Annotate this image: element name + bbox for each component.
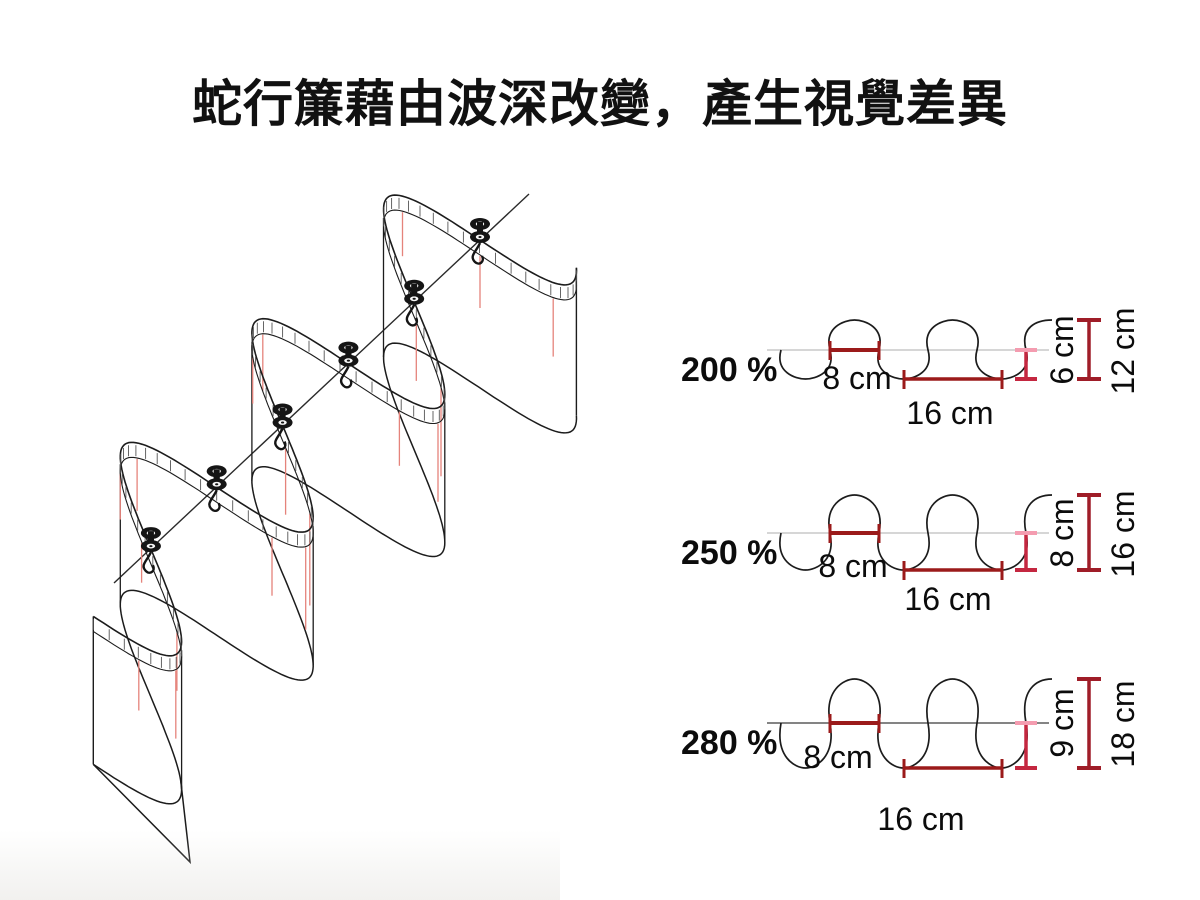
carrier-glider bbox=[338, 341, 359, 389]
carrier-glider bbox=[404, 279, 425, 327]
wave-depth-svg: 250 % 8 cm 16 cm 8 cm 16 cm bbox=[681, 490, 1141, 617]
wave-diagram-250: 250 % 8 cm 16 cm 8 cm 16 cm bbox=[663, 471, 1195, 663]
depth-label: 8 cm bbox=[1044, 498, 1080, 567]
total-height-label: 16 cm bbox=[1105, 490, 1141, 577]
wave-diagram-200: 200 % 8 cm 16 cm 6 cm 12 cm bbox=[663, 288, 1195, 480]
wavelength-label: 16 cm bbox=[877, 801, 964, 837]
curtain-leading-tip bbox=[92, 763, 191, 865]
carrier-hook bbox=[142, 551, 155, 574]
carrier-hook bbox=[274, 428, 287, 451]
carrier-hook bbox=[208, 489, 221, 513]
carrier-wheel-axle bbox=[280, 421, 285, 424]
percent-label: 250 % bbox=[681, 534, 777, 572]
carrier-wheel-axle bbox=[149, 545, 153, 548]
crest-width-label: 8 cm bbox=[822, 360, 891, 396]
curtain-track-line bbox=[113, 193, 530, 584]
curtain-bottom-edge bbox=[92, 342, 578, 805]
paper-shade bbox=[0, 830, 560, 900]
carrier-hook bbox=[405, 304, 419, 327]
carrier-glider bbox=[272, 403, 293, 451]
percent-label: 280 % bbox=[681, 724, 777, 762]
carrier-wheel-axle bbox=[478, 236, 482, 238]
wavelength-label: 16 cm bbox=[906, 395, 993, 431]
total-height-label: 18 cm bbox=[1105, 680, 1141, 767]
tape-bottom-edge bbox=[92, 209, 578, 672]
curtain-illustration bbox=[92, 193, 578, 865]
depth-label: 9 cm bbox=[1044, 688, 1080, 757]
carrier-wheel-axle bbox=[215, 483, 219, 486]
wavelength-label: 16 cm bbox=[904, 581, 991, 617]
carrier-glider bbox=[470, 218, 490, 265]
carrier-glider bbox=[140, 527, 161, 574]
wave-depth-svg: 200 % 8 cm 16 cm 6 cm 12 cm bbox=[681, 307, 1141, 431]
carrier-hook bbox=[339, 366, 353, 389]
carrier-hook bbox=[471, 242, 484, 265]
curtain-figure bbox=[40, 172, 660, 892]
slide-title: 蛇行簾藉由波深改變，產生視覺差異 bbox=[192, 76, 1008, 132]
curtain-top-edge bbox=[92, 194, 578, 657]
carrier-wheel-axle bbox=[346, 359, 351, 362]
depth-label: 6 cm bbox=[1044, 315, 1080, 384]
carrier-wheel-axle bbox=[412, 297, 416, 300]
crest-width-label: 8 cm bbox=[818, 548, 887, 584]
percent-label: 200 % bbox=[681, 351, 777, 389]
total-height-label: 12 cm bbox=[1105, 307, 1141, 394]
crest-width-label: 8 cm bbox=[803, 739, 872, 775]
carrier-glider bbox=[206, 465, 227, 513]
